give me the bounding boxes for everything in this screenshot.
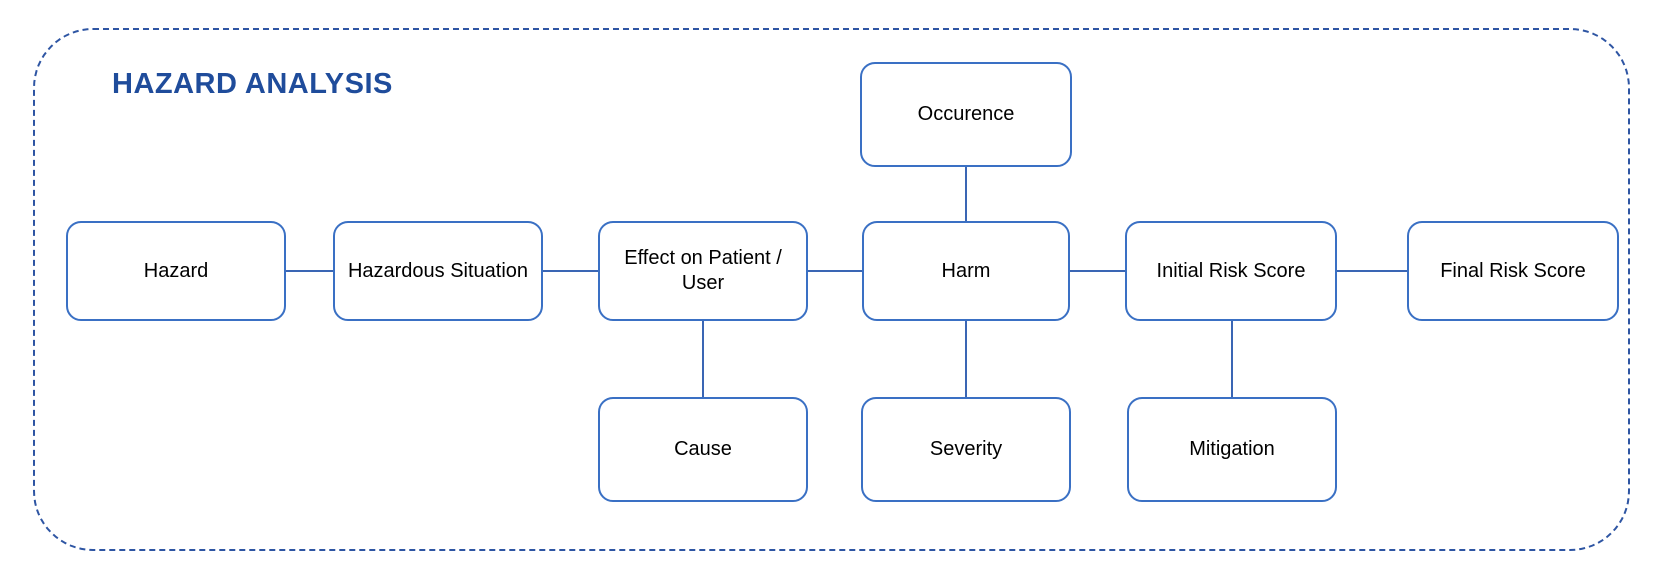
node-hazard[interactable]: Hazard	[66, 221, 286, 321]
node-mitigation-label: Mitigation	[1189, 438, 1275, 460]
connector-initial-to-mitigation	[1231, 321, 1233, 397]
node-harm[interactable]: Harm	[862, 221, 1070, 321]
connector-harm-to-severity	[965, 321, 967, 397]
node-initial-risk-score-label: Initial Risk Score	[1156, 259, 1306, 282]
node-hazardous-situation[interactable]: Hazardous Situation	[333, 221, 543, 321]
node-effect-on-patient-user-label: Effect on Patient / User	[624, 247, 782, 294]
connector-effect-to-cause	[702, 321, 704, 397]
connector-occurence-to-harm	[965, 167, 967, 221]
connector-initial-to-final-risk-score	[1337, 270, 1407, 272]
node-initial-risk-score[interactable]: Initial Risk Score	[1125, 221, 1337, 321]
node-final-risk-score-label: Final Risk Score	[1440, 259, 1586, 282]
connector-harm-to-initial-risk-score	[1070, 270, 1125, 272]
node-occurence-label: Occurence	[917, 103, 1015, 125]
connector-hazard-to-hazardous-situation	[286, 270, 333, 272]
dashed-frame	[33, 28, 1630, 551]
diagram-title: HAZARD ANALYSIS	[112, 68, 393, 100]
node-cause-label: Cause	[674, 438, 732, 460]
node-harm-label: Harm	[941, 259, 991, 282]
node-cause[interactable]: Cause	[598, 397, 808, 502]
connector-hazardous-situation-to-effect	[543, 270, 598, 272]
connector-effect-to-harm	[808, 270, 862, 272]
node-severity[interactable]: Severity	[861, 397, 1071, 502]
node-hazardous-situation-label: Hazardous Situation	[347, 259, 529, 282]
node-occurence[interactable]: Occurence	[860, 62, 1072, 167]
node-mitigation[interactable]: Mitigation	[1127, 397, 1337, 502]
node-hazard-label: Hazard	[143, 259, 209, 282]
node-final-risk-score[interactable]: Final Risk Score	[1407, 221, 1619, 321]
node-effect-on-patient-user[interactable]: Effect on Patient / User	[598, 221, 808, 321]
node-severity-label: Severity	[929, 438, 1003, 460]
